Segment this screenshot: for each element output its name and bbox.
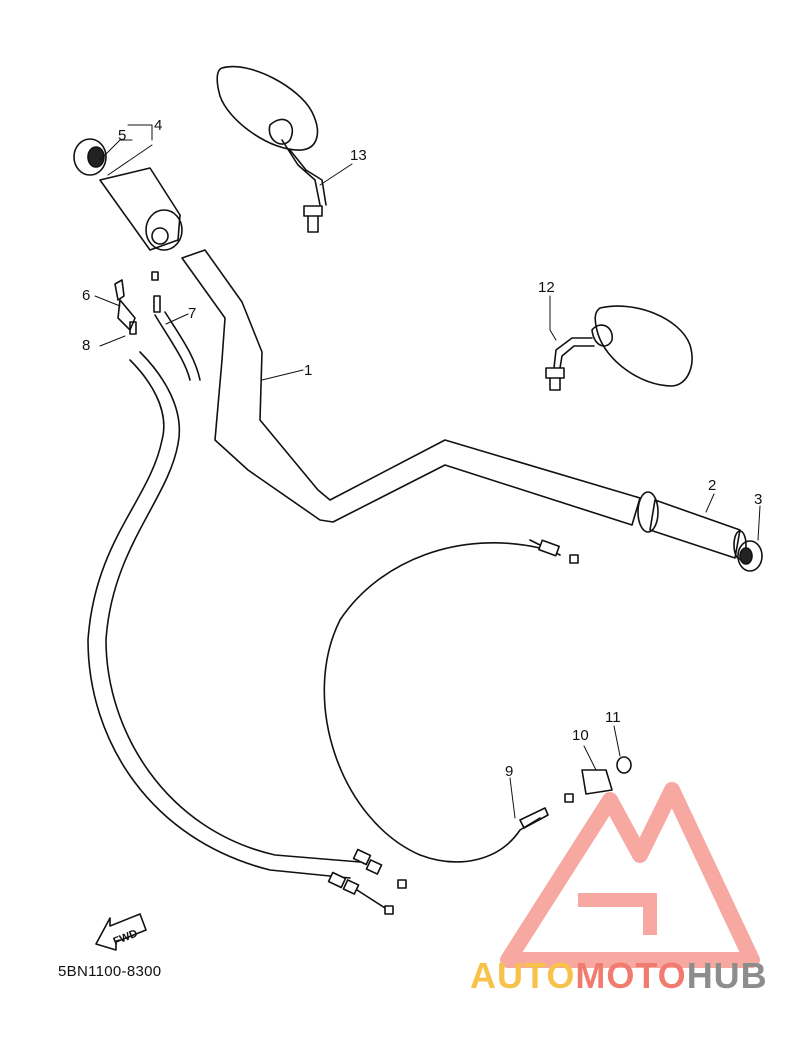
left-grip (99, 167, 183, 251)
watermark-part-hub: HUB (686, 955, 768, 996)
right-grip (637, 491, 747, 560)
callout-8: 8 (82, 337, 90, 354)
cable-ends (327, 848, 407, 915)
callout-2: 2 (708, 477, 716, 494)
watermark-part-moto: MOTO (575, 955, 687, 996)
mirror-left (216, 65, 327, 233)
clamps (114, 271, 161, 335)
adjuster (519, 756, 632, 829)
callout-1: 1 (304, 362, 312, 379)
callout-3: 3 (754, 491, 762, 508)
callout-9: 9 (505, 763, 513, 780)
callout-5: 5 (118, 127, 126, 144)
handlebar (181, 249, 641, 526)
grip-end-left (73, 138, 107, 176)
callout-10: 10 (572, 727, 589, 744)
cables-left (87, 311, 361, 879)
diagram-code: 5BN1100-8300 (58, 963, 162, 980)
leader-lines (94, 124, 761, 819)
callout-12: 12 (538, 279, 555, 296)
callout-4: 4 (154, 117, 162, 134)
watermark-text: AUTOMOTOHUB (470, 955, 768, 997)
callout-6: 6 (82, 287, 90, 304)
cable-loop (323, 539, 579, 863)
mirror-right (545, 305, 693, 391)
callout-13: 13 (350, 147, 367, 164)
callout-7: 7 (188, 305, 196, 322)
grip-end-right (737, 540, 763, 572)
watermark-logo (500, 782, 760, 968)
fwd-label: FWD (112, 928, 140, 949)
fwd-arrow (95, 913, 147, 951)
callout-11: 11 (605, 709, 621, 726)
watermark-part-auto: AUTO (470, 955, 576, 996)
